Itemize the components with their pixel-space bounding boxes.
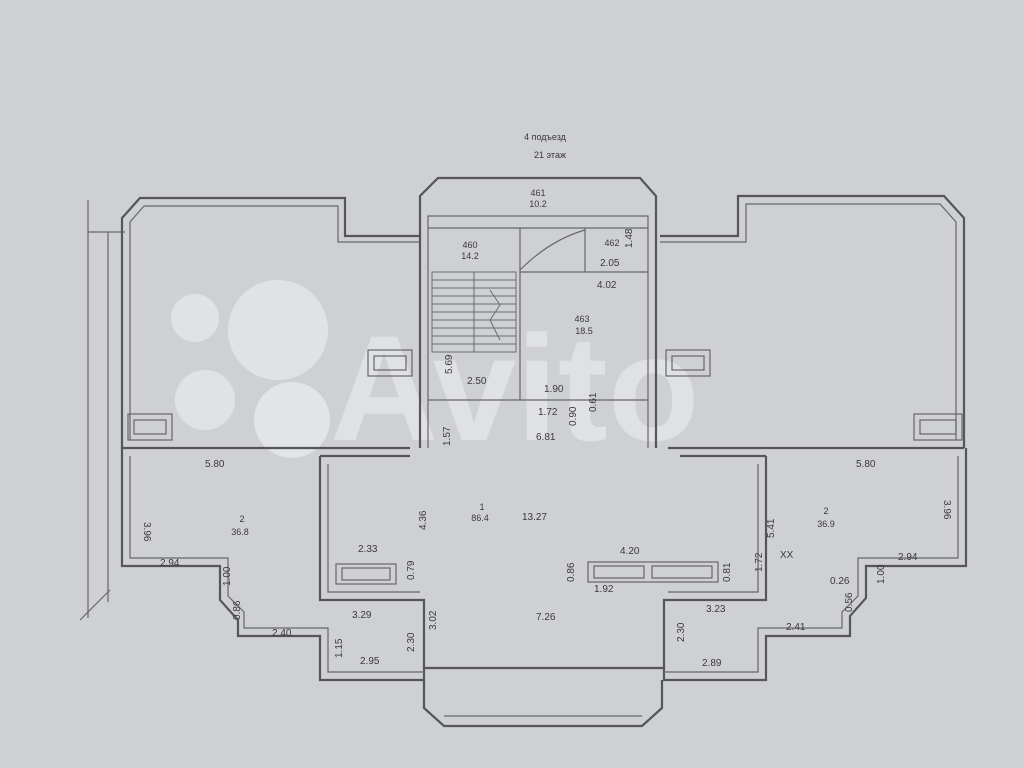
dim: 3.23 — [706, 604, 726, 615]
left-exterior-lines — [79, 200, 125, 621]
room-461-id: 461 — [530, 188, 545, 198]
room-1-id: 1 — [479, 502, 484, 512]
stair-core-walls — [418, 176, 658, 448]
dim: 1.57 — [442, 426, 453, 446]
dim: 2.30 — [676, 622, 687, 642]
room-1-area: 86.4 — [471, 513, 489, 523]
dim: 5.69 — [444, 354, 455, 374]
dim: 1.15 — [334, 638, 345, 658]
staircase — [431, 271, 517, 353]
dim: 0.79 — [406, 560, 417, 580]
watermark-logo — [171, 280, 330, 458]
dim: 5.80 — [205, 459, 225, 470]
stair-core-inner — [427, 215, 649, 448]
dim: 3.02 — [428, 610, 439, 630]
dim: 1.00 — [876, 564, 887, 584]
dim: 1.90 — [544, 384, 564, 395]
dim: 0.26 — [830, 576, 850, 587]
room-460-id: 460 — [462, 240, 477, 250]
dim: 3.96 — [941, 500, 952, 520]
dim: 0.86 — [566, 562, 577, 582]
watermark-text: Avito — [330, 304, 699, 472]
dim: 13.27 — [522, 512, 547, 523]
room-2-right-id: 2 — [823, 506, 828, 516]
room-461-area: 10.2 — [529, 199, 547, 209]
dim: 1.00 — [222, 566, 233, 586]
apartment-outer-walls — [120, 448, 968, 682]
upper-left-room-inner — [129, 205, 420, 440]
room-2-left-area: 36.8 — [231, 527, 249, 537]
dim: 2.95 — [360, 656, 380, 667]
dim: 7.26 — [536, 612, 556, 623]
dim: 4.20 — [620, 546, 640, 557]
floor-label: 21 этаж — [534, 150, 566, 160]
dim: 4.02 — [597, 280, 617, 291]
dim: 0.61 — [588, 392, 599, 412]
room-460-area: 14.2 — [461, 251, 479, 261]
entrance-label: 4 подъезд — [524, 132, 567, 142]
kitchen-counters — [335, 561, 719, 585]
dim: 6.81 — [536, 432, 556, 443]
dim: 1.72 — [754, 552, 765, 572]
dim: 0.90 — [568, 406, 579, 426]
dim: 2.33 — [358, 544, 378, 555]
upper-right-room-walls — [660, 194, 966, 450]
dim: 2.30 — [406, 632, 417, 652]
dim: 1.48 — [624, 228, 635, 248]
dim: 3.96 — [141, 522, 152, 542]
dim: 1.92 — [594, 584, 614, 595]
dim: 2.94 — [160, 558, 180, 569]
room-463-id: 463 — [574, 314, 589, 324]
room-463-area: 18.5 — [575, 326, 593, 336]
dim: 2.89 — [702, 658, 722, 669]
dim: 2.50 — [467, 376, 487, 387]
room-462-id: 462 — [604, 238, 619, 248]
dimension-labels: 1.48 2.05 4.02 5.69 2.50 1.90 0.61 1.72 … — [141, 228, 952, 669]
cross-mark: XX — [780, 550, 794, 561]
upper-left-room-walls — [120, 196, 420, 450]
dim: 2.40 — [272, 628, 292, 639]
room-2-left-id: 2 — [239, 514, 244, 524]
dim: 5.41 — [766, 518, 777, 538]
dim: 4.36 — [418, 510, 429, 530]
dim: 2.94 — [898, 552, 918, 563]
ventilation-blocks — [127, 349, 963, 441]
dim: 0.56 — [844, 592, 855, 612]
dim: 1.72 — [538, 407, 558, 418]
room-2-right-area: 36.9 — [817, 519, 835, 529]
dim: 0.81 — [722, 562, 733, 582]
dim: 5.80 — [856, 459, 876, 470]
dim: 2.05 — [600, 258, 620, 269]
apartment-inner-walls — [129, 456, 959, 673]
dim: 3.29 — [352, 610, 372, 621]
dim: 2.41 — [786, 622, 806, 633]
balcony — [422, 680, 664, 728]
central-room-walls — [318, 454, 768, 668]
upper-right-room-inner — [660, 203, 957, 440]
dim: 0.86 — [232, 600, 243, 620]
